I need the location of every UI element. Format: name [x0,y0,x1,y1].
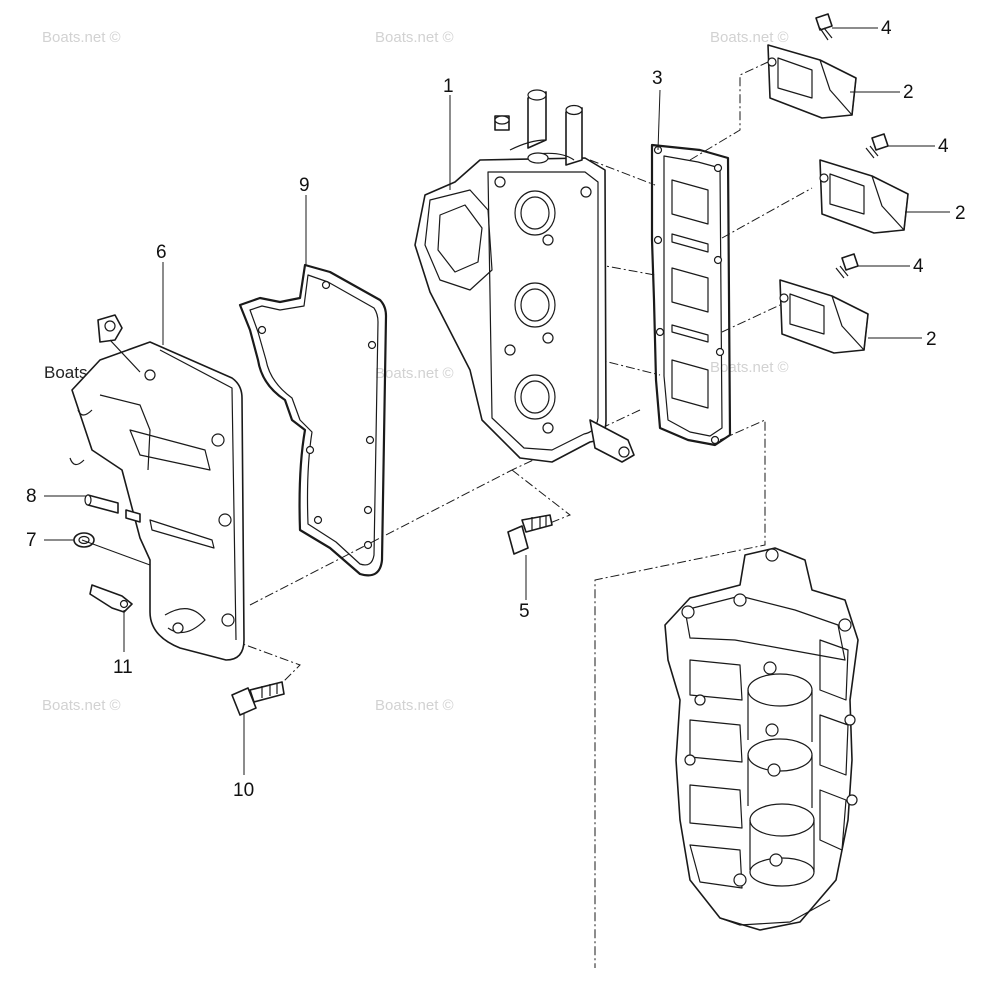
callout-10: 10 [233,780,254,801]
reed-valve-upper [767,44,857,119]
reed-plate-gasket [650,143,732,447]
callout-2: 2 [903,82,914,103]
screw-middle [865,133,889,159]
watermark: Boats.net © [42,697,121,714]
drain-plug-10 [231,681,285,716]
callout-3: 3 [652,68,663,89]
exhaust-cover [69,314,245,661]
screw-upper [815,13,833,41]
callouts: 1 2 2 2 3 4 4 4 5 6 7 8 9 10 11 [26,18,966,801]
watermark: Boats.net © [375,697,454,714]
leader-lines [44,27,950,775]
callout-4: 4 [938,136,949,157]
grommet [73,532,95,548]
callout-4: 4 [913,256,924,277]
callout-11: 11 [113,657,133,678]
collar [84,494,141,523]
callout-6: 6 [156,242,167,263]
watermark: Boats.net © [375,29,454,46]
watermark: Boats.net © [710,29,789,46]
cylinder-block [664,547,859,931]
assembly-center-lines [231,61,813,968]
callout-5: 5 [519,601,530,622]
callout-9: 9 [299,175,310,196]
reed-valve-middle [819,159,909,234]
screw-lower [835,253,859,279]
callout-2: 2 [926,329,937,350]
clip [89,584,133,613]
watermark: Boats.net © [42,29,121,46]
intake-manifold-body [414,89,635,463]
cover-gasket [238,263,388,577]
callout-4: 4 [881,18,892,39]
callout-2: 2 [955,203,966,224]
watermark: Boats.net © [375,365,454,382]
drain-plug-5 [507,514,553,555]
reed-valve-lower [779,279,869,354]
callout-8: 8 [26,486,37,507]
callout-1: 1 [443,76,454,97]
callout-7: 7 [26,530,37,551]
